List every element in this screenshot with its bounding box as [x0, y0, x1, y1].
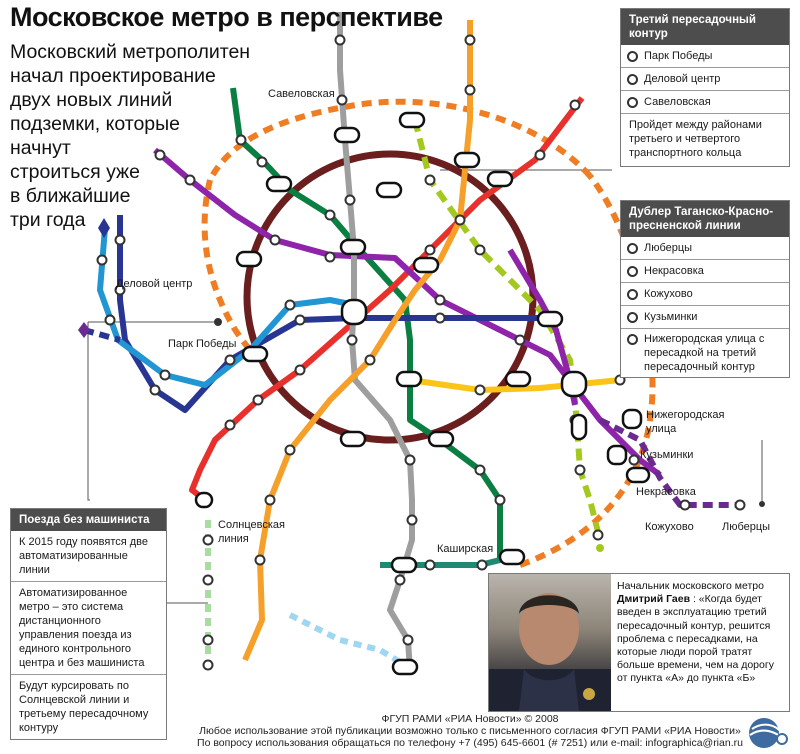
station-dot-icon [627, 311, 638, 323]
portrait-photo [489, 574, 611, 711]
lede-line: три года [10, 209, 86, 231]
third-contour-station: Парк Победы [621, 45, 789, 68]
terminal-markers [98, 218, 110, 238]
lede-line: подземки, которые [10, 113, 181, 135]
duplicate-station: Некрасовка [621, 260, 789, 283]
blue-dashed-branch [83, 327, 121, 343]
label-savelovskaya: Савеловская [268, 88, 335, 100]
duplicate-line-heading: Дублер Таганско-Красно- пресненской лини… [621, 201, 789, 237]
third-contour-box: Третий пересадочный контур Парк Победы Д… [620, 8, 790, 167]
marker-delovoy [214, 318, 222, 326]
label-lyubertsy: Люберцы [722, 521, 770, 533]
quote-box: Начальник московского метро Дмитрий Гаев… [488, 573, 790, 712]
station-dot-icon [627, 73, 638, 85]
heading-line: Дублер Таганско-Красно- [629, 206, 774, 218]
driverless-heading: Поезда без машиниста [11, 509, 166, 531]
orange-line [242, 20, 473, 662]
quote-body: : «Когда будет введен в эксплуатацию тре… [617, 593, 774, 685]
label-solntsevo-2: линия [218, 533, 249, 545]
lede-line: строиться уже [10, 161, 140, 183]
lede-text: Московский метрополитен начал проектиров… [10, 40, 251, 232]
driverless-paragraph: Будут курсировать по Солнцевской линии и… [19, 680, 149, 734]
third-contour-note: Пройдет между районами третьего и четвер… [629, 119, 762, 159]
lede-line: в ближайшие [10, 185, 131, 207]
page-title: Московское метро в перспективе [10, 2, 443, 32]
quote-text: Начальник московского метро Дмитрий Гаев… [617, 580, 787, 686]
label-kozhukhovo: Кожухово [645, 521, 694, 533]
stations [96, 34, 746, 671]
lede-line: начал проектирование [10, 65, 216, 87]
label-solntsevo-1: Солнцевская [218, 519, 285, 531]
label-nizhegorodskaya-1: Нижегородская [646, 409, 725, 421]
grey-line [337, 12, 415, 671]
label-park-pobedy: Парк Победы [168, 338, 237, 350]
lightblue-line [97, 227, 356, 388]
third-contour-station: Деловой центр [621, 68, 789, 91]
driverless-paragraph: Автоматизированное метро – это система д… [11, 582, 166, 675]
station-dot-icon [627, 334, 638, 345]
station-dot-icon [627, 242, 638, 254]
duplicate-station: Кожухово [621, 283, 789, 306]
station-dot-icon [627, 265, 638, 277]
duplicate-line [598, 417, 740, 508]
heading-line: пресненской линии [629, 220, 741, 232]
duplicate-line-box: Дублер Таганско-Красно- пресненской лини… [620, 200, 790, 378]
duplicate-station: Нижегородская улица с пересадкой на трет… [621, 329, 789, 377]
footer-line: По вопросу использования обращаться по т… [197, 737, 743, 749]
label-nekrasovka: Некрасовка [636, 486, 697, 498]
label-nizhegorodskaya-2: улица [646, 423, 677, 435]
footer-line: ФГУП РАМИ «РИА Новости» © 2008 [381, 713, 559, 725]
duplicate-station: Кузьминки [621, 306, 789, 329]
station-dot-icon [627, 96, 638, 108]
footer: ФГУП РАМИ «РИА Новости» © 2008 Любое исп… [190, 713, 750, 749]
lede-line: Московский метрополитен [10, 41, 251, 63]
footer-line: Любое использование этой публикации возм… [199, 725, 741, 737]
lede-line: начнут [10, 137, 71, 159]
ring-line [243, 150, 537, 444]
station-dot-icon [627, 50, 638, 62]
portrait-illustration [489, 593, 611, 711]
quote-name: Дмитрий Гаев [617, 593, 691, 606]
lightblue-dashed-branch [288, 612, 402, 665]
quote-intro: Начальник московского метро [617, 580, 764, 592]
label-delovoy: Деловой центр [116, 278, 192, 290]
third-contour-heading: Третий пересадочный контур [621, 9, 789, 45]
duplicate-station: Люберцы [621, 237, 789, 260]
red-line [189, 96, 585, 503]
label-kuzminki: Кузьминки [640, 449, 693, 461]
lede-line: двух новых линий [10, 89, 173, 111]
station-dot-icon [627, 288, 638, 300]
label-kashirskaya: Каширская [437, 543, 493, 555]
ria-logo-icon [749, 718, 788, 748]
interchanges [194, 111, 651, 676]
driverless-paragraph: К 2015 году появятся две автоматизирован… [11, 531, 166, 582]
third-contour-station: Савеловская [621, 91, 789, 114]
driverless-box: Поезда без машиниста К 2015 году появятс… [10, 508, 167, 740]
marker-zil [759, 501, 765, 507]
